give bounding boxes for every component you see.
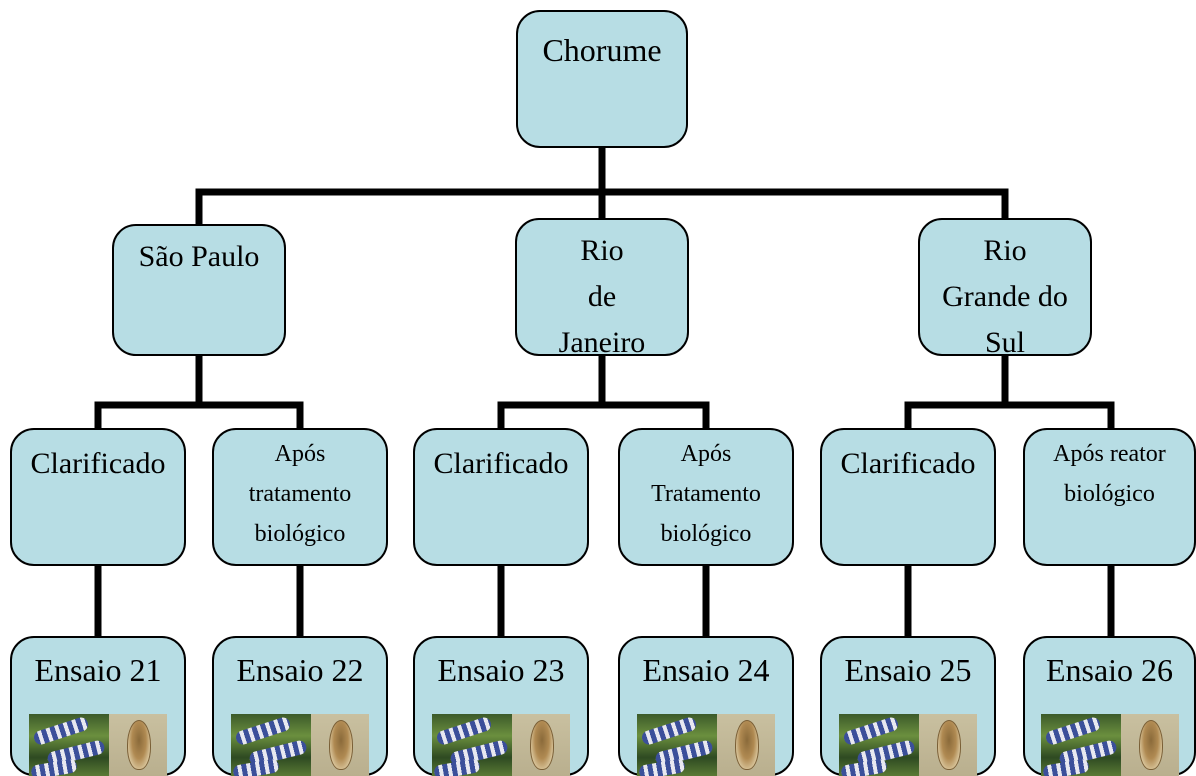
node-label: Ensaio 23 xyxy=(437,652,565,688)
node-label: Rio Grande do Sul xyxy=(942,234,1068,359)
node-rio-de-janeiro: Rio de Janeiro xyxy=(515,218,689,359)
node-ensaio-26: Ensaio 26 xyxy=(1023,636,1196,776)
node-rio-grande-do-sul: Rio Grande do Sul xyxy=(918,218,1092,359)
daphnia-photo xyxy=(717,714,775,776)
zebrafish-photo xyxy=(839,714,919,776)
zebrafish-photo xyxy=(637,714,717,776)
node-label: Após tratamento biológico xyxy=(248,441,352,547)
node-label: Rio de Janeiro xyxy=(558,234,646,359)
organism-photos xyxy=(1040,714,1179,776)
node-label: Clarificado xyxy=(840,447,976,480)
node-sao-paulo: São Paulo xyxy=(112,224,286,356)
daphnia-photo xyxy=(109,714,167,776)
node-label: Ensaio 21 xyxy=(34,652,162,688)
node-ensaio-25: Ensaio 25 xyxy=(820,636,996,776)
node-sp-apos-tratamento: Após tratamento biológico xyxy=(212,428,388,566)
organism-photos xyxy=(29,714,167,776)
daphnia-photo xyxy=(512,714,570,776)
daphnia-photo xyxy=(1120,714,1179,776)
node-label: Ensaio 24 xyxy=(642,652,770,688)
node-label: Após Tratamento biológico xyxy=(651,441,761,547)
node-label: São Paulo xyxy=(138,240,260,273)
organism-photos xyxy=(637,714,775,776)
node-label: Após reator biológico xyxy=(1053,441,1166,507)
node-rj-clarificado: Clarificado xyxy=(413,428,589,566)
node-label: Ensaio 22 xyxy=(236,652,364,688)
node-ensaio-24: Ensaio 24 xyxy=(618,636,794,776)
node-chorume: Chorume xyxy=(516,10,688,148)
zebrafish-photo xyxy=(1040,714,1121,776)
node-label: Ensaio 25 xyxy=(844,652,972,688)
node-rs-clarificado: Clarificado xyxy=(820,428,996,566)
node-rj-apos-tratamento: Após Tratamento biológico xyxy=(618,428,794,566)
daphnia-photo xyxy=(311,714,369,776)
node-ensaio-21: Ensaio 21 xyxy=(10,636,186,776)
organism-photos xyxy=(231,714,369,776)
node-label: Clarificado xyxy=(433,447,569,480)
node-ensaio-23: Ensaio 23 xyxy=(413,636,589,776)
zebrafish-photo xyxy=(29,714,109,776)
node-ensaio-22: Ensaio 22 xyxy=(212,636,388,776)
node-rs-apos-reator: Após reator biológico xyxy=(1023,428,1196,566)
node-label: Clarificado xyxy=(30,447,166,480)
node-sp-clarificado: Clarificado xyxy=(10,428,186,566)
node-label: Ensaio 26 xyxy=(1045,652,1174,688)
zebrafish-photo xyxy=(231,714,311,776)
organism-photos xyxy=(432,714,570,776)
node-label: Chorume xyxy=(542,32,662,68)
organism-photos xyxy=(839,714,977,776)
daphnia-photo xyxy=(919,714,977,776)
zebrafish-photo xyxy=(432,714,512,776)
